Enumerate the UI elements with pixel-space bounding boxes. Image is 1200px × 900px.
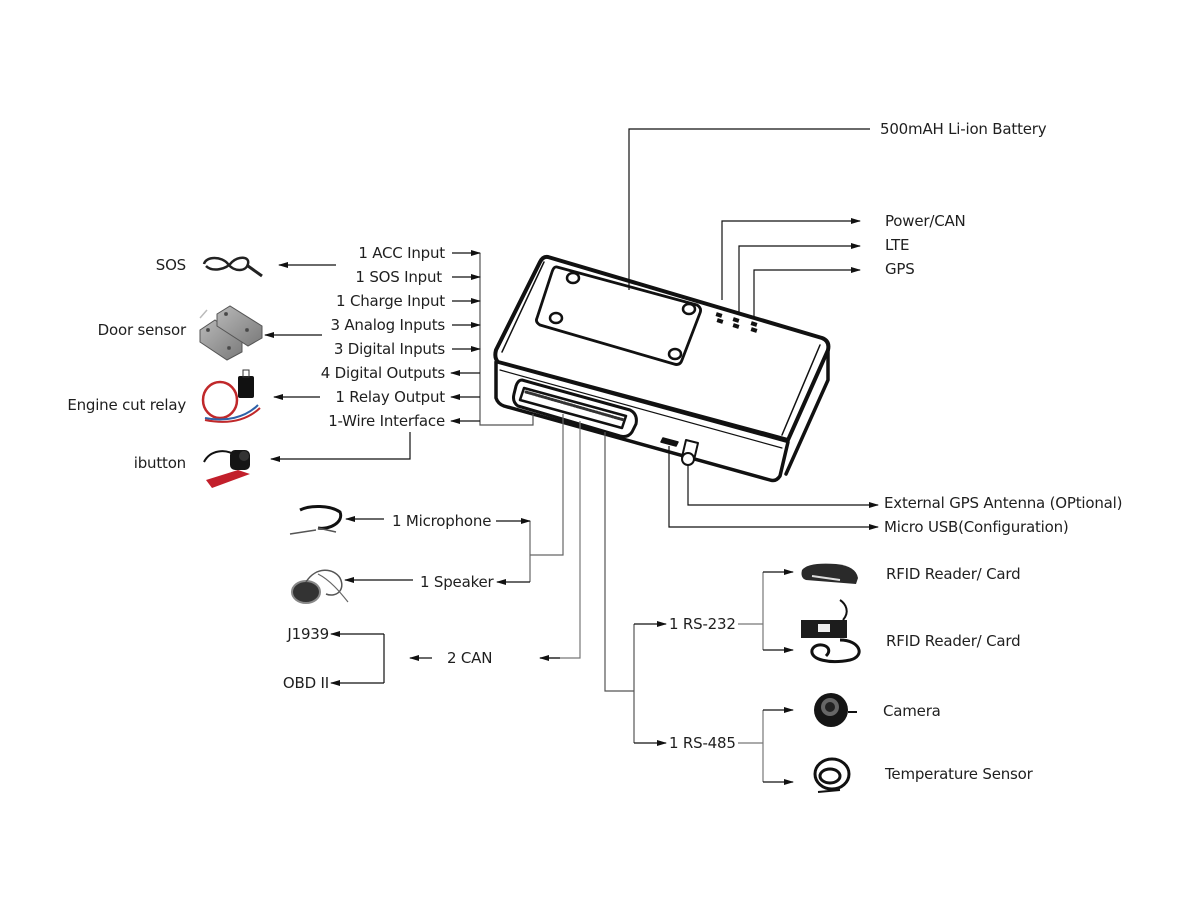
rs232-branch <box>738 572 764 650</box>
microphone-label: 1 Microphone <box>392 512 492 530</box>
gps-antenna-connector <box>681 439 699 466</box>
io-port-label: 4 Digital Outputs <box>320 364 445 382</box>
led-indicators <box>715 312 758 333</box>
audio-bus <box>529 414 564 582</box>
microphone-icon <box>289 505 343 535</box>
relay-icon <box>201 369 261 423</box>
speaker-icon <box>291 569 349 604</box>
accessory-label-sos: SOS <box>155 256 186 274</box>
camera-label: Camera <box>883 702 941 720</box>
main-io-connector <box>512 378 638 438</box>
micro-usb-port <box>660 437 679 447</box>
can-line <box>540 421 581 659</box>
obd2-label: OBD II <box>282 674 329 692</box>
gps-antenna-label: External GPS Antenna (OPtional) <box>884 494 1123 512</box>
rfid-label-1: RFID Reader/ Card <box>886 565 1021 583</box>
rs485-branch <box>738 710 764 782</box>
power-can-leader <box>721 218 861 300</box>
io-port-label: 3 Analog Inputs <box>330 316 445 334</box>
can-label: 2 CAN <box>447 649 493 667</box>
leader-lines <box>264 128 879 785</box>
temperature-sensor-label: Temperature Sensor <box>885 765 1033 783</box>
arrow-to-ibutton <box>270 432 411 462</box>
io-port-label: 1 Charge Input <box>336 292 445 310</box>
accessory-label-door-sensor: Door sensor <box>97 321 187 339</box>
battery-label: 500mAH Li-ion Battery <box>880 120 1047 138</box>
accessory-label-ibutton: ibutton <box>133 454 186 472</box>
ibutton-reader-icon <box>203 450 250 488</box>
power-can-label: Power/CAN <box>885 212 966 230</box>
temperature-sensor-icon <box>813 757 851 793</box>
io-port-label: 1 ACC Input <box>358 244 445 262</box>
antenna-leader <box>687 465 879 508</box>
rfid-label-2: RFID Reader/ Card <box>886 632 1021 650</box>
gps-leader <box>753 267 861 319</box>
gps-label: GPS <box>885 260 915 278</box>
sos-button-cable-icon <box>202 256 263 278</box>
speaker-label: 1 Speaker <box>420 573 494 591</box>
io-port-label: 1-Wire Interface <box>328 412 445 430</box>
rfid-reader-module-icon <box>801 599 861 664</box>
lte-leader <box>738 243 861 313</box>
rfid-reader-desktop-icon <box>801 563 858 584</box>
camera-icon <box>814 693 857 727</box>
io-port-label: 1 SOS Input <box>355 268 442 286</box>
io-port-label: 3 Digital Inputs <box>333 340 445 358</box>
door-sensor-icon <box>199 305 263 361</box>
accessory-label-engine-relay: Engine cut relay <box>67 396 186 414</box>
serial-line <box>604 432 634 692</box>
j1939-label: J1939 <box>287 625 329 643</box>
rs485-label: 1 RS-485 <box>669 734 736 752</box>
io-bus-line <box>479 253 534 426</box>
rs232-label: 1 RS-232 <box>669 615 736 633</box>
lte-label: LTE <box>885 236 910 254</box>
screw-icon <box>548 271 697 361</box>
battery-leader <box>628 128 870 290</box>
usb-label: Micro USB(Configuration) <box>884 518 1069 536</box>
io-port-label: 1 Relay Output <box>335 388 445 406</box>
tracker-device <box>493 254 831 483</box>
usb-leader <box>668 446 879 530</box>
